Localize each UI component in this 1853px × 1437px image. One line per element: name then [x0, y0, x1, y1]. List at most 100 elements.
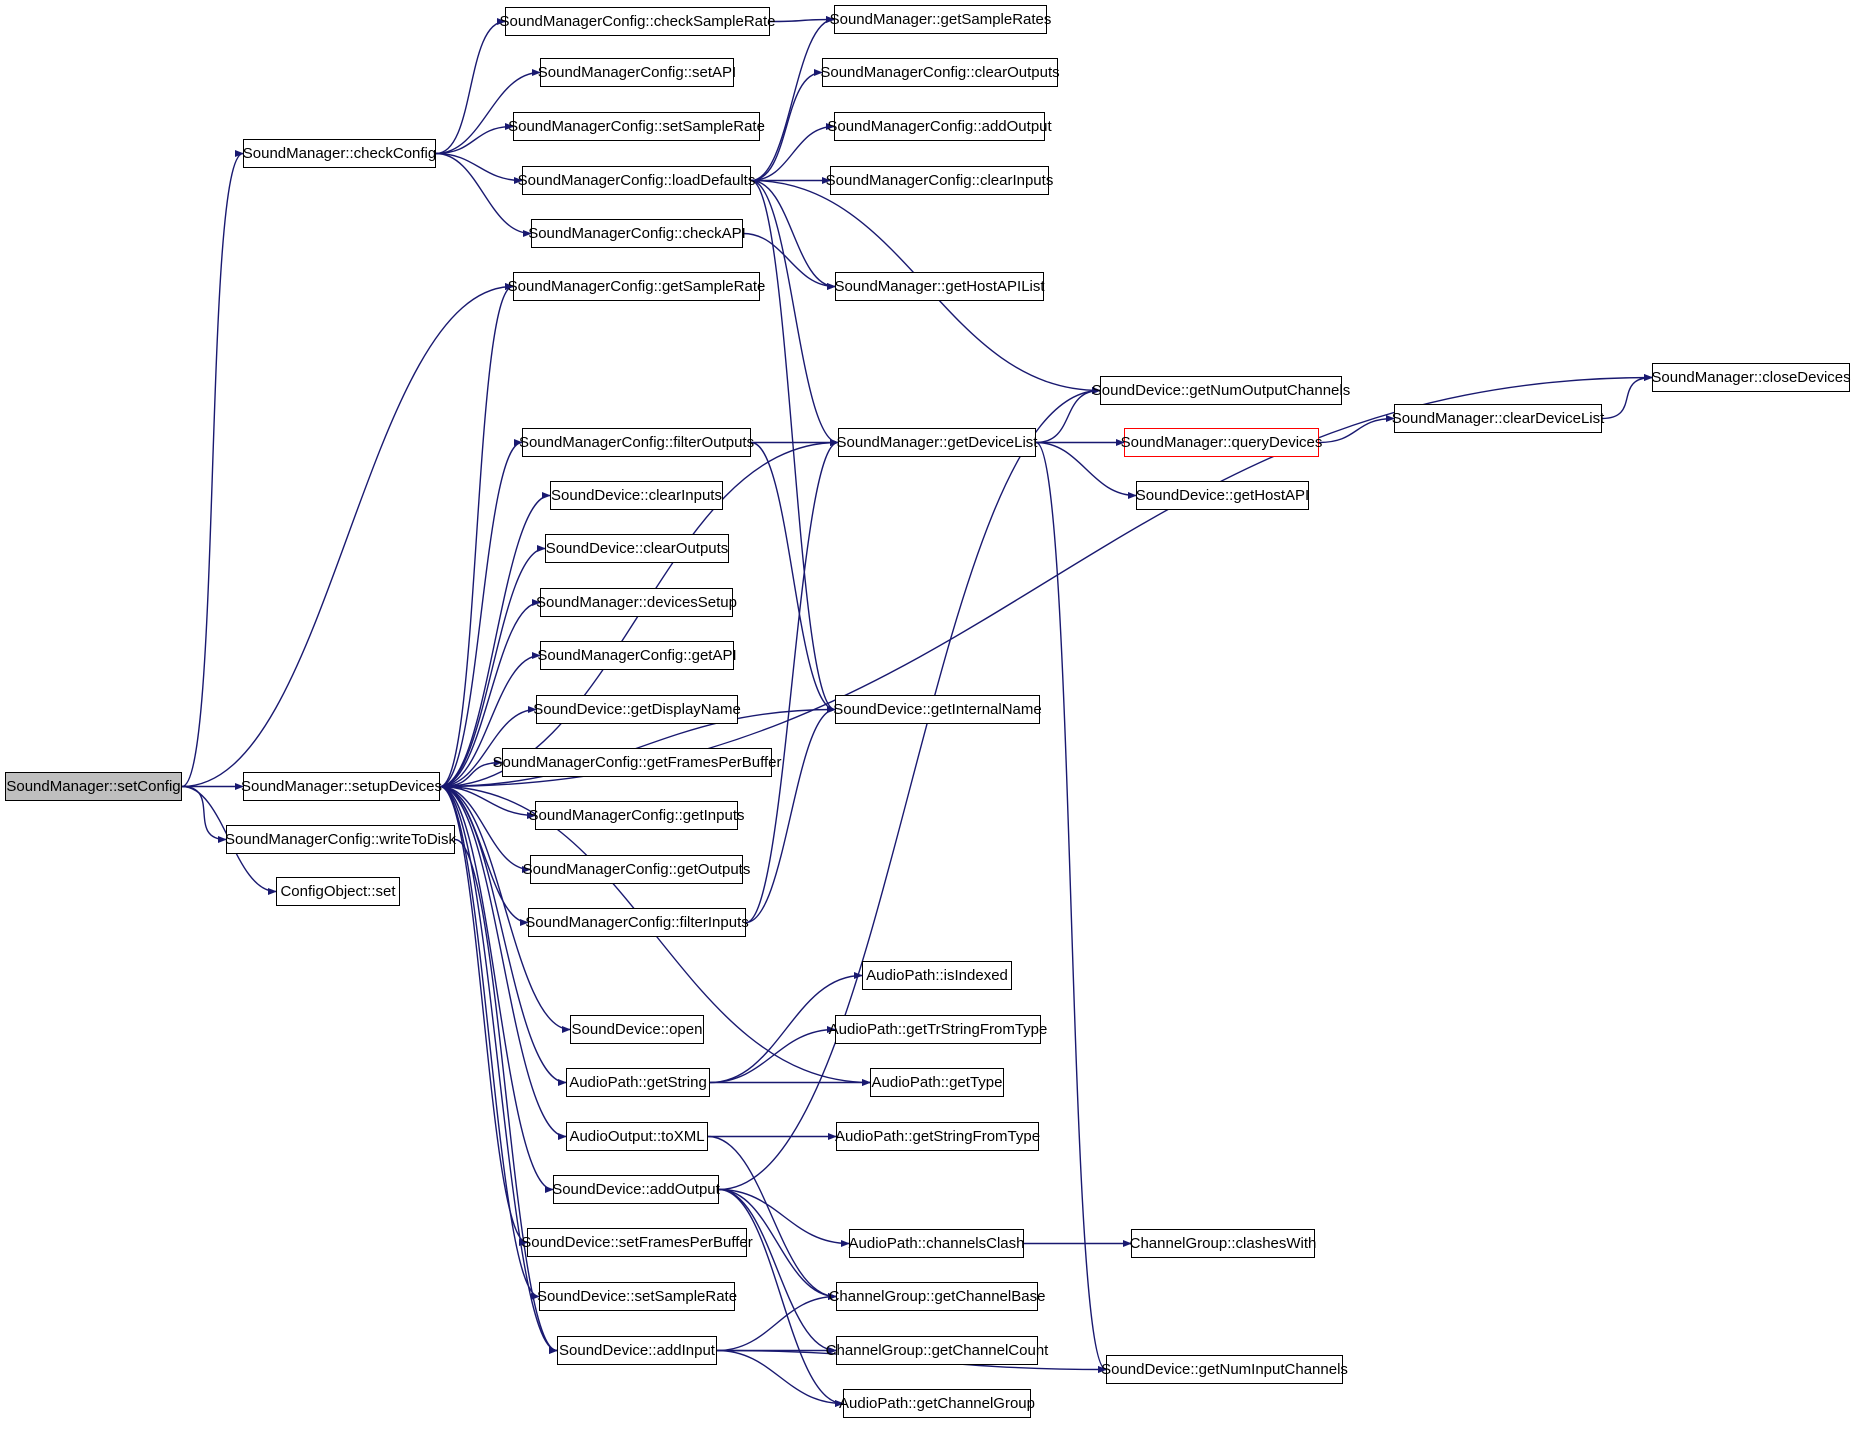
node-smc-clear-outputs[interactable]: SoundManagerConfig::clearOutputs [820, 58, 1060, 87]
edge-setupDevices-to-sdAddInput [439, 785, 558, 1355]
node-is-indexed[interactable]: AudioPath::isIndexed [862, 961, 1012, 990]
node-devices-setup[interactable]: SoundManager::devicesSetup [536, 588, 737, 617]
node-get-host-apilist[interactable]: SoundManager::getHostAPIList [834, 272, 1045, 301]
node-get-display-name[interactable]: SoundDevice::getDisplayName [533, 695, 741, 724]
edge-apGetString-to-isIndexed [709, 971, 863, 1084]
node-set-sample-rate[interactable]: SoundManagerConfig::setSampleRate [508, 112, 765, 141]
edge-setupDevices-to-sdAddOutput [439, 785, 554, 1194]
node-get-host-api[interactable]: SoundDevice::getHostAPI [1136, 481, 1309, 510]
node-get-outputs[interactable]: SoundManagerConfig::getOutputs [523, 855, 750, 884]
node-sd-open[interactable]: SoundDevice::open [570, 1015, 704, 1044]
edge-setConfig-to-writeToDisk [181, 785, 227, 844]
edge-sdAddOutput-to-getChannelBase [718, 1188, 837, 1301]
edge-filterOutputs-to-getInternalName [750, 441, 836, 714]
node-get-channel-count[interactable]: ChannelGroup::getChannelCount [826, 1336, 1048, 1365]
edge-loadDefaults-to-addOutput [750, 122, 835, 182]
node-close-devices[interactable]: SoundManager::closeDevices [1651, 363, 1851, 392]
edge-sdAddInput-to-getChannelGroup [716, 1349, 844, 1408]
node-add-output[interactable]: SoundManagerConfig::addOutput [827, 112, 1052, 141]
node-smc-clear-inputs[interactable]: SoundManagerConfig::clearInputs [826, 166, 1053, 195]
node-clashes-with[interactable]: ChannelGroup::clashesWith [1130, 1229, 1316, 1258]
node-load-defaults[interactable]: SoundManagerConfig::loadDefaults [518, 166, 755, 195]
node-get-channel-base[interactable]: ChannelGroup::getChannelBase [829, 1282, 1045, 1311]
node-sd-add-input[interactable]: SoundDevice::addInput [557, 1336, 717, 1365]
edge-getDeviceList-to-getHostAPI [1035, 441, 1137, 500]
edge-aoToXML-to-getChannelBase [707, 1135, 837, 1301]
edge-checkConfig-to-setSampleRate [435, 122, 514, 155]
edge-setupDevices-to-devicesSetup [439, 598, 541, 788]
edge-setupDevices-to-setFramesPerBuffer [439, 785, 528, 1247]
node-sd-clear-outputs[interactable]: SoundDevice::clearOutputs [545, 534, 729, 563]
node-set-api[interactable]: SoundManagerConfig::setAPI [538, 58, 736, 87]
node-check-sample-rate[interactable]: SoundManagerConfig::checkSampleRate [500, 7, 776, 36]
node-get-num-output-channels[interactable]: SoundDevice::getNumOutputChannels [1092, 376, 1350, 405]
node-get-num-input-channels[interactable]: SoundDevice::getNumInputChannels [1101, 1355, 1348, 1384]
edge-setupDevices-to-sdClearOutputs [439, 544, 546, 788]
edge-setConfig-to-getSampleRate [181, 282, 514, 788]
edge-setupDevices-to-sdOpen [439, 785, 571, 1034]
edge-loadDefaults-to-getSampleRates [750, 15, 835, 182]
node-get-channel-group[interactable]: AudioPath::getChannelGroup [839, 1389, 1035, 1418]
edge-filterInputs-to-getInternalName [745, 705, 836, 924]
node-get-sample-rates[interactable]: SoundManager::getSampleRates [830, 5, 1051, 34]
edge-setupDevices-to-getDisplayName [439, 705, 537, 788]
edge-sdAddInput-to-getChannelBase [716, 1292, 837, 1352]
node-channels-clash[interactable]: AudioPath::channelsClash [849, 1229, 1024, 1258]
node-sd-clear-inputs[interactable]: SoundDevice::clearInputs [550, 481, 723, 510]
edge-getDeviceList-to-getNumOutputChannels [1035, 386, 1101, 444]
node-sd-set-sample-rate[interactable]: SoundDevice::setSampleRate [537, 1282, 737, 1311]
edge-loadDefaults-to-getDeviceList [750, 179, 839, 447]
edge-writeToDisk-to-sdAddInput [454, 838, 558, 1355]
edge-setupDevices-to-sdSetSampleRate [439, 785, 540, 1301]
edge-sdAddOutput-to-getChannelCount [718, 1188, 837, 1355]
node-sd-add-output[interactable]: SoundDevice::addOutput [552, 1175, 720, 1204]
node-get-tr-string-from-type[interactable]: AudioPath::getTrStringFromType [829, 1015, 1047, 1044]
node-get-type[interactable]: AudioPath::getType [870, 1068, 1004, 1097]
edge-checkConfig-to-checkAPI [435, 152, 532, 238]
node-get-api[interactable]: SoundManagerConfig::getAPI [537, 641, 737, 670]
edge-setupDevices-to-apGetString [439, 785, 567, 1087]
edge-clearDeviceList-to-closeDevices [1601, 373, 1653, 420]
edge-checkConfig-to-checkSampleRate [435, 17, 506, 155]
node-set-config[interactable]: SoundManager::setConfig [5, 772, 182, 801]
node-get-sample-rate[interactable]: SoundManagerConfig::getSampleRate [508, 272, 765, 301]
edge-checkConfig-to-loadDefaults [435, 152, 523, 185]
edge-setupDevices-to-aoToXML [439, 785, 567, 1141]
node-write-to-disk[interactable]: SoundManagerConfig::writeToDisk [225, 825, 456, 854]
node-get-frames-per-buffer[interactable]: SoundManagerConfig::getFramesPerBuffer [492, 748, 782, 777]
node-check-config[interactable]: SoundManager::checkConfig [243, 139, 436, 168]
node-check-api[interactable]: SoundManagerConfig::checkAPI [528, 219, 746, 248]
edge-setupDevices-to-getOutputs [439, 785, 531, 874]
edge-loadDefaults-to-getHostAPIList [750, 179, 836, 291]
edge-sdAddOutput-to-channelsClash [718, 1188, 850, 1248]
node-get-internal-name[interactable]: SoundDevice::getInternalName [833, 695, 1042, 724]
edge-loadDefaults-to-getInternalName [750, 179, 836, 713]
edge-getDeviceList-to-getNumInputChannels [1035, 441, 1107, 1373]
edge-checkSampleRate-to-getSampleRates [769, 15, 835, 24]
edge-setupDevices-to-getAPI [439, 651, 541, 788]
edge-setupDevices-to-sdClearInputs [439, 491, 551, 788]
edge-setConfig-to-checkConfig [181, 150, 244, 788]
node-get-device-list[interactable]: SoundManager::getDeviceList [837, 428, 1037, 457]
node-co-set[interactable]: ConfigObject::set [276, 877, 400, 906]
node-get-inputs[interactable]: SoundManagerConfig::getInputs [529, 801, 745, 830]
edge-checkConfig-to-setAPI [435, 68, 541, 155]
edge-setupDevices-to-getSampleRate [439, 283, 514, 788]
node-setup-devices[interactable]: SoundManager::setupDevices [241, 772, 442, 801]
edge-filterInputs-to-getDeviceList [745, 438, 839, 924]
node-query-devices[interactable]: SoundManager::queryDevices [1121, 428, 1322, 457]
node-ap-get-string[interactable]: AudioPath::getString [566, 1068, 710, 1097]
node-filter-outputs[interactable]: SoundManagerConfig::filterOutputs [519, 428, 754, 457]
edge-setupDevices-to-getFramesPerBuffer [439, 758, 503, 788]
node-get-string-from-type[interactable]: AudioPath::getStringFromType [835, 1122, 1040, 1151]
node-ao-to-xml[interactable]: AudioOutput::toXML [566, 1122, 708, 1151]
edge-sdAddOutput-to-getChannelGroup [718, 1188, 844, 1408]
edge-setupDevices-to-filterOutputs [439, 438, 523, 788]
node-set-frames-per-buffer[interactable]: SoundDevice::setFramesPerBuffer [521, 1228, 753, 1257]
node-filter-inputs[interactable]: SoundManagerConfig::filterInputs [525, 908, 749, 937]
edge-loadDefaults-to-smcClearOutputs [750, 68, 823, 182]
node-clear-device-list[interactable]: SoundManager::clearDeviceList [1392, 404, 1604, 433]
edge-queryDevices-to-clearDeviceList [1318, 414, 1395, 444]
